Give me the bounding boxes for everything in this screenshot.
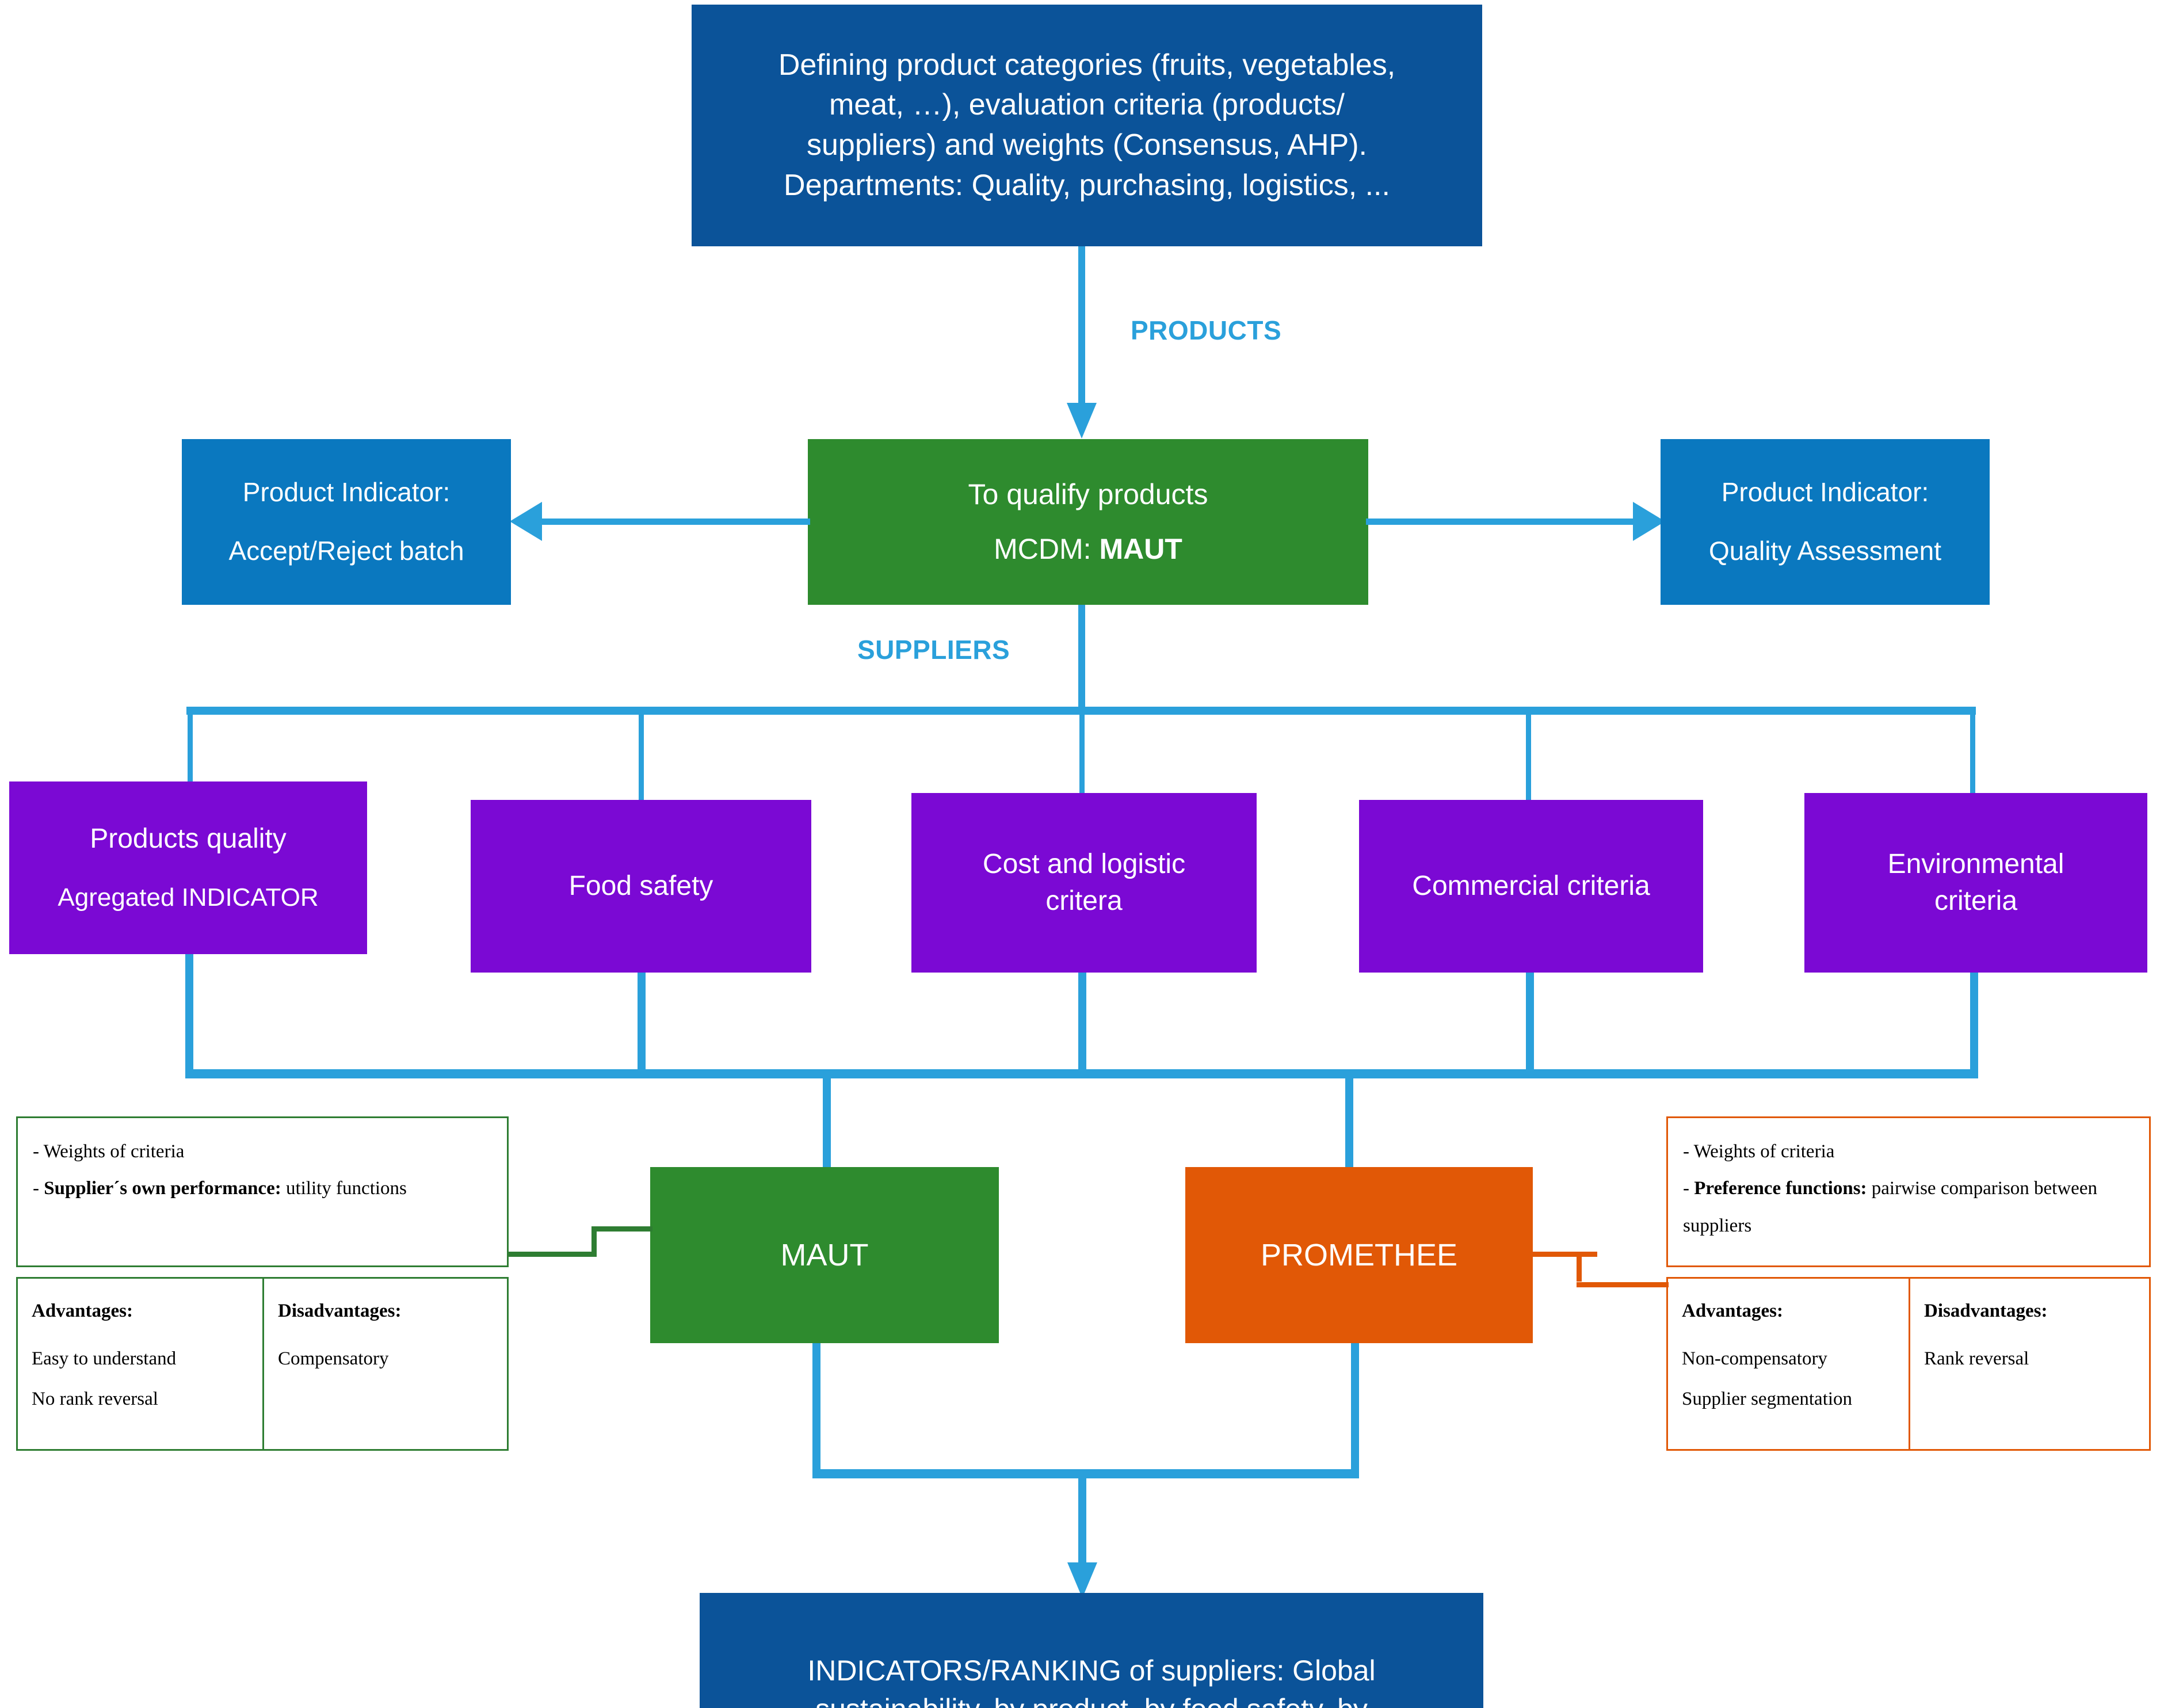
output-line-2: sustainability, by product, by food safe… [715, 1690, 1468, 1708]
promethee-advantage-2: Supplier segmentation [1682, 1388, 1853, 1409]
indicator-right-line-1: Product Indicator: [1721, 477, 1929, 508]
promethee-panel-bullet-2-rest: pairwise comparison between suppliers [1683, 1178, 2097, 1236]
qualify-products-node: To qualify products MCDM: MAUT [808, 439, 1368, 605]
criteria-merge-bus [185, 1069, 1978, 1078]
promethee-disadvantages-cell: Disadvantages: Rank reversal [1909, 1279, 2149, 1449]
maut-advantage-1: Easy to understand [32, 1348, 177, 1370]
maut-panel-bullet-2-bold: Supplier´s own performance: [44, 1178, 281, 1199]
method-maut-label: MAUT [780, 1237, 869, 1272]
criteria-3-line-1: Cost and logistic [982, 848, 1186, 879]
edge-merge-to-output-arrow [1067, 1562, 1097, 1598]
edge-label-suppliers: SUPPLIERS [857, 635, 1010, 665]
edge-label-products: PRODUCTS [1131, 315, 1282, 345]
criteria-3-line-2: critera [1045, 886, 1123, 916]
criteria-1-line-1: Products quality [90, 824, 287, 855]
maut-disadvantage-1: Compensatory [278, 1348, 389, 1370]
edge-merge-to-maut [823, 1078, 831, 1188]
promethee-description-panel: - Weights of criteria - Preference funct… [1666, 1116, 2151, 1267]
definition-node: Defining product categories (fruits, veg… [692, 5, 1482, 246]
suppliers-branch-bus [186, 707, 1976, 715]
criteria-riser-4 [1526, 973, 1534, 1076]
maut-advantage-2: No rank reversal [32, 1388, 158, 1409]
promethee-disadvantage-1: Rank reversal [1924, 1348, 2029, 1370]
maut-panel-bullet-2-dash: - [33, 1178, 44, 1199]
maut-panel-connector-h1 [509, 1252, 597, 1257]
indicator-left-line-1: Product Indicator: [242, 477, 451, 508]
criteria-5-line-2: criteria [1934, 886, 2018, 916]
definition-line-2: meat, …), evaluation criteria (products/ [829, 88, 1345, 122]
indicator-left-line-2: Accept/Reject batch [228, 536, 464, 566]
criteria-5-line-1: Environmental [1887, 848, 2064, 879]
maut-panel-bullet-2: - Supplier´s own performance: utility fu… [33, 1170, 492, 1207]
promethee-panel-connector-h2 [1577, 1282, 1669, 1287]
maut-disadvantages-cell: Disadvantages: Compensatory [262, 1279, 507, 1449]
promethee-advantages-header: Advantages: [1682, 1301, 1784, 1321]
qualify-line-1: To qualify products [968, 478, 1208, 510]
criteria-riser-1 [185, 954, 193, 1076]
definition-line-1: Defining product categories (fruits, veg… [778, 48, 1396, 82]
criteria-2-line-1: Food safety [568, 870, 713, 901]
maut-description-panel: - Weights of criteria - Supplier´s own p… [16, 1116, 509, 1267]
definition-line-3: suppliers) and weights (Consensus, AHP). [806, 128, 1367, 162]
criteria-node-environmental: Environmental criteria [1804, 793, 2147, 973]
maut-panel-connector-v2 [591, 1226, 597, 1255]
criteria-riser-5 [1970, 973, 1978, 1076]
criteria-node-commercial: Commercial criteria [1359, 800, 1703, 973]
maut-output-riser [812, 1343, 820, 1476]
promethee-panel-connector-v [1577, 1252, 1582, 1282]
edge-qualify-to-right-indicator [1366, 518, 1636, 525]
criteria-riser-2 [638, 973, 646, 1076]
promethee-panel-bullet-2-dash: - [1683, 1178, 1694, 1199]
promethee-pros-cons-table: Advantages: Non-compensatory Supplier se… [1666, 1277, 2151, 1451]
output-line-1: INDICATORS/RANKING of suppliers: Global [807, 1654, 1376, 1687]
edge-qualify-to-suppliers-trunk [1078, 605, 1085, 713]
maut-advantages-header: Advantages: [32, 1301, 133, 1321]
maut-panel-connector-h2 [591, 1226, 652, 1232]
edge-qualify-to-right-indicator-arrow [1633, 502, 1665, 541]
criteria-node-cost-logistic: Cost and logistic critera [911, 793, 1257, 973]
methods-merge-bus [812, 1469, 1359, 1478]
edge-definition-to-qualify-arrow [1067, 403, 1097, 439]
edge-qualify-to-left-indicator-arrow [510, 502, 542, 541]
promethee-panel-bullet-1: - Weights of criteria [1683, 1141, 1835, 1162]
output-node: INDICATORS/RANKING of suppliers: Global … [700, 1593, 1483, 1708]
qualify-mcdm-method: MAUT [1099, 533, 1182, 565]
maut-panel-bullet-2-rest: utility functions [281, 1178, 407, 1199]
maut-disadvantages-header: Disadvantages: [278, 1301, 402, 1321]
promethee-advantages-cell: Advantages: Non-compensatory Supplier se… [1668, 1279, 1909, 1449]
method-node-maut: MAUT [650, 1167, 999, 1343]
promethee-output-riser [1351, 1343, 1359, 1476]
promethee-disadvantages-header: Disadvantages: [1924, 1301, 2048, 1321]
qualify-mcdm-prefix: MCDM: [994, 533, 1100, 565]
criteria-riser-3 [1078, 973, 1086, 1076]
maut-advantages-cell: Advantages: Easy to understand No rank r… [18, 1279, 262, 1449]
indicator-right-node: Product Indicator: Quality Assessment [1661, 439, 1990, 605]
definition-line-4: Departments: Quality, purchasing, logist… [784, 168, 1390, 202]
promethee-panel-connector-h1 [1531, 1252, 1597, 1257]
qualify-line-2: MCDM: MAUT [808, 530, 1368, 569]
criteria-node-products-quality: Products quality Agregated INDICATOR [9, 781, 367, 954]
promethee-panel-bullet-2: - Preference functions: pairwise compari… [1683, 1170, 2134, 1244]
method-promethee-label: PROMETHEE [1260, 1237, 1458, 1272]
edge-qualify-to-left-indicator [540, 518, 810, 525]
promethee-panel-bullet-2-bold: Preference functions: [1694, 1178, 1867, 1199]
criteria-4-line-1: Commercial criteria [1412, 870, 1650, 901]
edge-definition-to-qualify [1078, 246, 1085, 412]
maut-pros-cons-table: Advantages: Easy to understand No rank r… [16, 1277, 509, 1451]
maut-panel-bullet-1: - Weights of criteria [33, 1141, 185, 1162]
criteria-1-line-2: Agregated INDICATOR [58, 883, 319, 912]
promethee-advantage-1: Non-compensatory [1682, 1348, 1827, 1370]
indicator-right-line-2: Quality Assessment [1709, 536, 1941, 566]
method-node-promethee: PROMETHEE [1185, 1167, 1533, 1343]
edge-merge-to-promethee [1345, 1078, 1353, 1188]
criteria-node-food-safety: Food safety [471, 800, 811, 973]
edge-merge-to-output [1078, 1478, 1086, 1576]
indicator-left-node: Product Indicator: Accept/Reject batch [182, 439, 511, 605]
